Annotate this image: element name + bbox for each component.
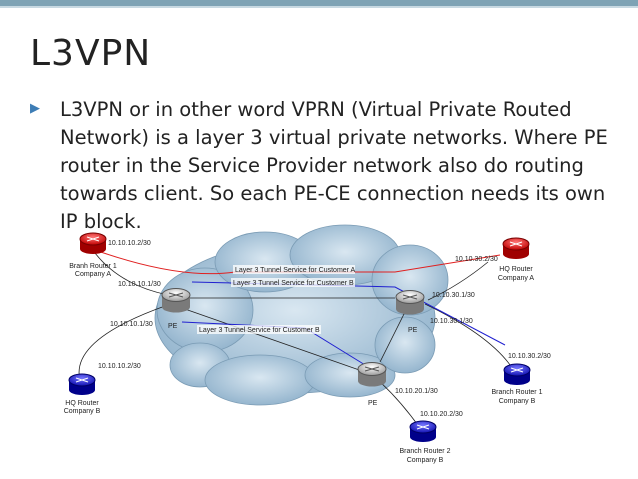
- router-icon[interactable]: [357, 362, 387, 387]
- top-accent-line: [0, 6, 638, 8]
- top-accent-bar: [0, 0, 638, 6]
- ip-label: 10.10.10.1/30: [110, 321, 153, 328]
- router-icon[interactable]: [68, 373, 96, 395]
- ip-label: 10.10.30.2/30: [508, 353, 551, 360]
- ip-label: 10.10.10.2/30: [98, 363, 141, 370]
- router-label: Company B: [499, 398, 536, 405]
- pe-label: PE: [168, 323, 178, 330]
- router-label: Company A: [498, 275, 535, 282]
- router-label: Company B: [407, 457, 444, 464]
- router-label: Branch Router 2: [400, 448, 451, 455]
- router-icon[interactable]: [409, 420, 437, 442]
- router-label: Branch Router 1: [492, 389, 543, 396]
- ip-label: 10.10.30.1/30: [430, 318, 473, 325]
- tunnel-label-customer-a: Layer 3 Tunnel Service for Customer A: [235, 267, 356, 274]
- ip-label: 10.10.20.2/30: [420, 411, 463, 418]
- router-icon[interactable]: [502, 237, 530, 259]
- router-label: Company B: [64, 408, 101, 415]
- tunnel-label-customer-b-bottom: Layer 3 Tunnel Service for Customer B: [199, 327, 320, 334]
- tunnel-labels: Layer 3 Tunnel Service for Customer A La…: [197, 265, 356, 334]
- ip-label: 10.10.30.2/30: [455, 256, 498, 263]
- ip-label: 10.10.20.1/30: [395, 388, 438, 395]
- router-label: Branh Router 1: [69, 263, 117, 270]
- ip-label: 10.10.30.1/30: [432, 292, 475, 299]
- router-icon[interactable]: [161, 288, 191, 313]
- tunnel-label-customer-b-top: Layer 3 Tunnel Service for Customer B: [233, 280, 354, 287]
- bullet-text: L3VPN or in other word VPRN (Virtual Pri…: [60, 98, 608, 233]
- pe-label: PE: [408, 327, 418, 334]
- pe-label: PE: [368, 400, 378, 407]
- slide-title: L3VPN: [30, 33, 152, 74]
- ip-label: 10.10.10.1/30: [118, 281, 161, 288]
- provider-cloud: [154, 224, 449, 406]
- bullet-arrow-icon: ▶: [30, 101, 40, 116]
- router-icon[interactable]: [79, 232, 107, 254]
- ip-label: 10.10.10.2/30: [108, 240, 151, 247]
- router-label: HQ Router: [65, 400, 99, 407]
- router-icon[interactable]: [395, 290, 425, 315]
- router-icon[interactable]: [503, 363, 531, 385]
- router-label: Company A: [75, 271, 112, 278]
- router-label: HQ Router: [499, 266, 533, 273]
